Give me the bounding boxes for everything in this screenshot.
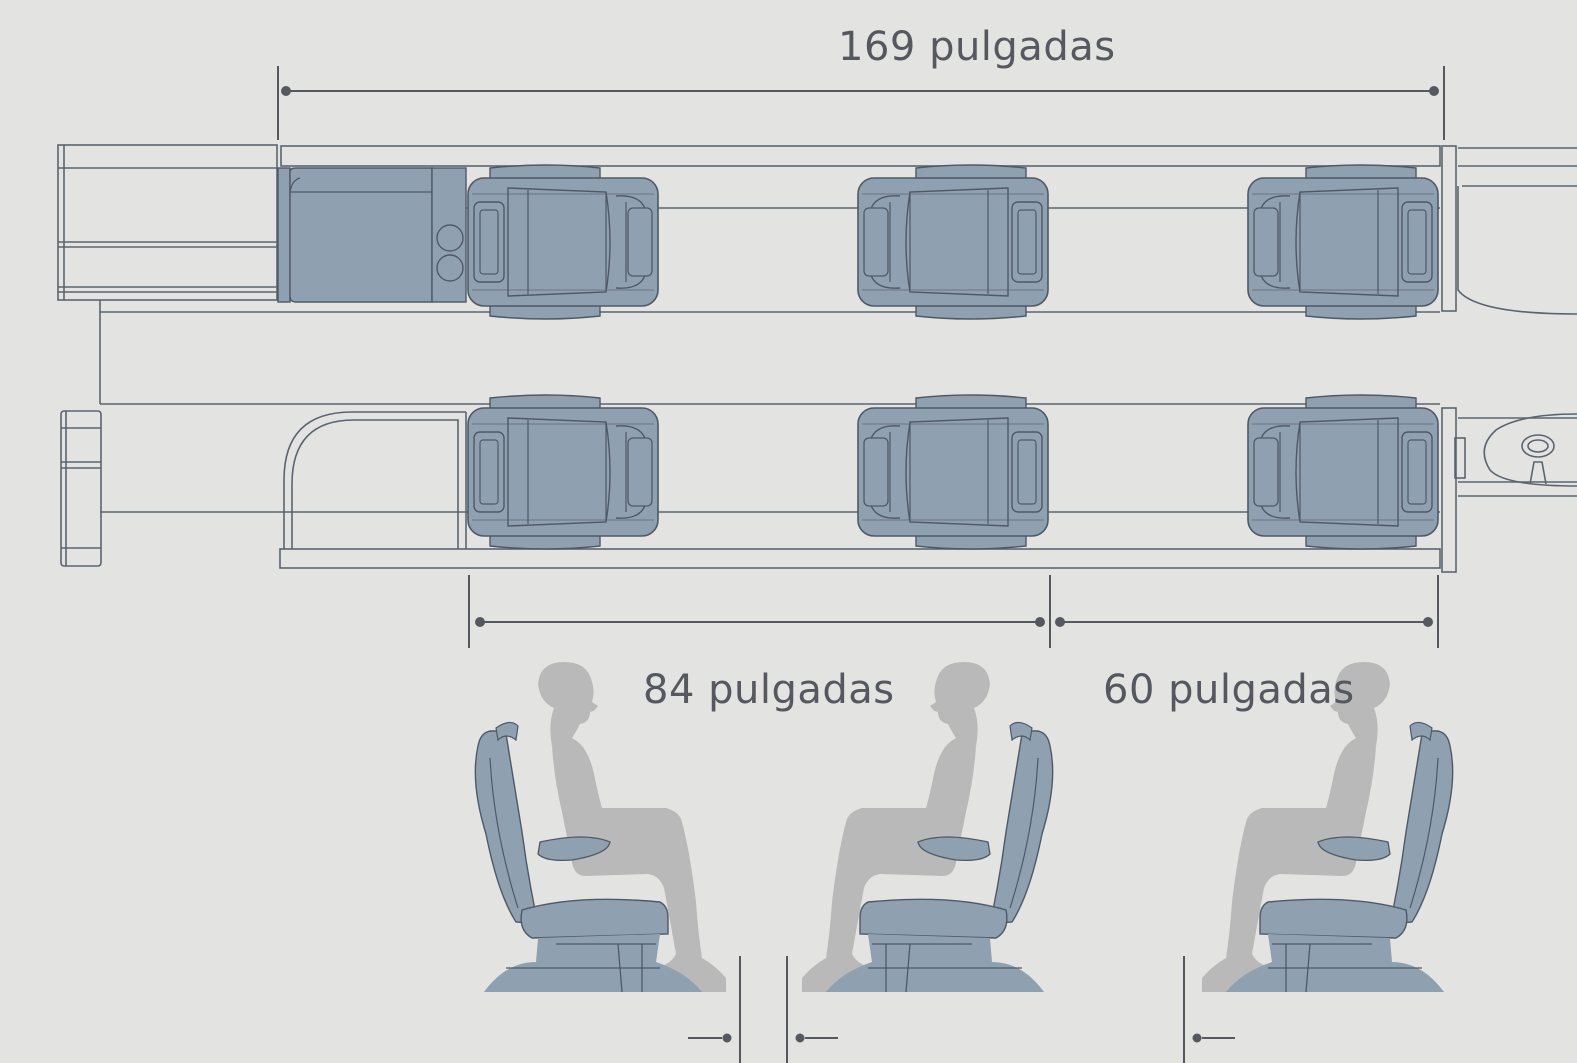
pitch-dimensions: [468, 575, 1439, 648]
total-length-dimension: [277, 66, 1445, 140]
cupholder-icon: [436, 254, 464, 282]
seat-icon: [857, 394, 1049, 550]
seat-icon: [467, 164, 659, 320]
seat-icon: [1247, 394, 1439, 550]
cupholder-icon: [436, 224, 464, 252]
lavatory-icon: [1483, 413, 1577, 487]
total-length-label: 169 pulgadas: [838, 24, 1116, 70]
pitch-b-label: 60 pulgadas: [1103, 667, 1355, 713]
galley-cabinet: [277, 167, 467, 303]
seat-icon: [467, 394, 659, 550]
seat-icon: [1247, 164, 1439, 320]
seat-icon: [857, 164, 1049, 320]
legroom-markers: [688, 956, 1235, 1063]
pitch-a-label: 84 pulgadas: [643, 667, 895, 713]
